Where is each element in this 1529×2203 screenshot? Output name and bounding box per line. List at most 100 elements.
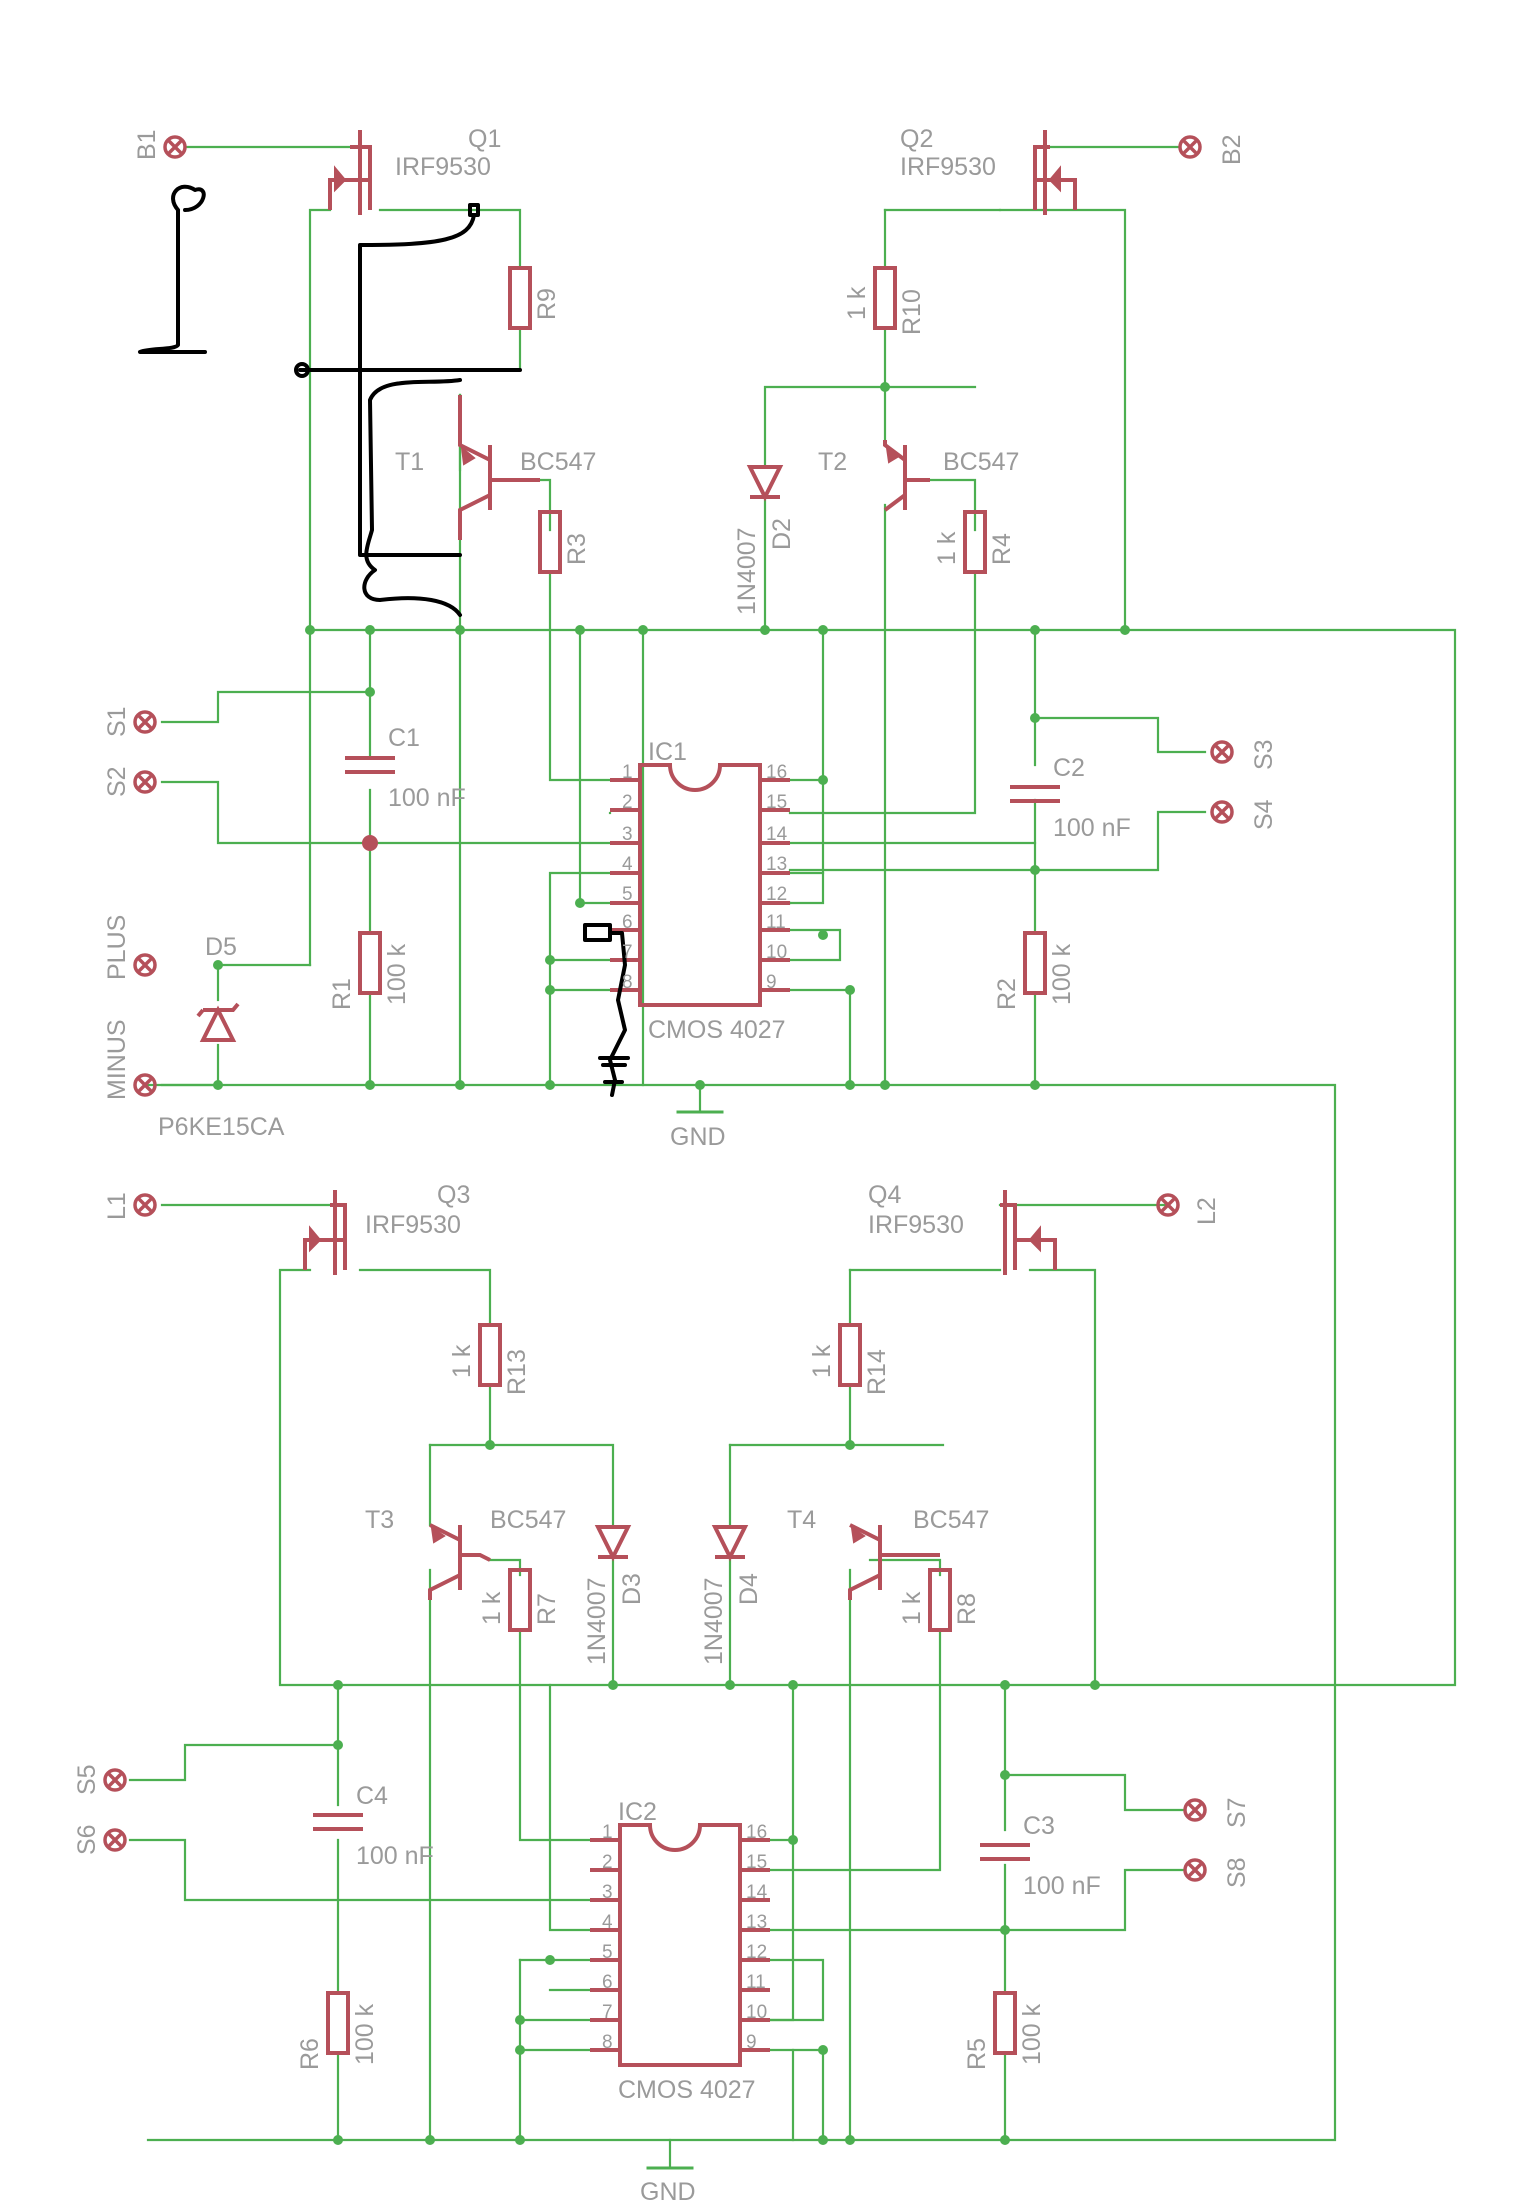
label-t3-type: BC547 (490, 1506, 566, 1534)
label-c1-name: C1 (388, 724, 420, 752)
label-d5-name: D5 (205, 933, 237, 961)
label-c4-name: C4 (356, 1782, 388, 1810)
capacitor-c3 (980, 1843, 1030, 1861)
ic2-pin-numbers: 1 2 3 4 5 6 7 8 16 15 14 13 12 11 10 9 (602, 1822, 768, 2053)
labels: B1 B2 S1 S2 S3 S4 PLUS MINUS L1 L2 S5 S6… (73, 125, 1278, 2203)
svg-text:14: 14 (746, 1882, 768, 1903)
label-b1: B1 (133, 129, 161, 160)
resistors (326, 266, 1047, 2055)
wires (128, 145, 1457, 2170)
label-r3-name: R3 (563, 533, 591, 565)
label-t2-type: BC547 (943, 448, 1019, 476)
pad-b1 (163, 135, 187, 159)
label-d4-type: 1N4007 (700, 1577, 728, 1665)
label-t4-type: BC547 (913, 1506, 989, 1534)
resistor-r8 (928, 1568, 952, 1632)
svg-text:5: 5 (622, 884, 633, 905)
pad-s5 (103, 1768, 127, 1792)
svg-text:8: 8 (602, 2032, 613, 2053)
label-s1: S1 (103, 706, 131, 737)
mosfet-q3 (303, 1190, 347, 1275)
resistor-r7 (508, 1568, 532, 1632)
svg-text:1: 1 (602, 1822, 613, 1843)
ic1-pin-numbers: 1 2 3 4 5 6 7 8 16 15 14 13 12 11 10 9 (622, 762, 788, 993)
pad-l2 (1156, 1193, 1180, 1217)
label-s8: S8 (1223, 1857, 1251, 1888)
label-d4-name: D4 (735, 1573, 763, 1605)
bjt-t4 (848, 1523, 940, 1600)
svg-text:7: 7 (602, 2002, 613, 2023)
label-r8-value: 1 k (898, 1591, 926, 1625)
pad-s6 (103, 1828, 127, 1852)
label-d3-name: D3 (618, 1573, 646, 1605)
pad-s2 (133, 770, 157, 794)
pad-s4 (1210, 800, 1234, 824)
label-s4: S4 (1250, 799, 1278, 830)
resistor-r14 (838, 1323, 862, 1387)
label-d2-name: D2 (768, 518, 796, 550)
label-r5-value: 100 k (1018, 2003, 1046, 2065)
label-ic2-name: IC2 (618, 1798, 657, 1826)
resistor-r3 (538, 510, 562, 574)
label-r10-value: 1 k (843, 286, 871, 320)
svg-text:13: 13 (746, 1912, 767, 1933)
pad-b2 (1178, 135, 1202, 159)
label-r5-name: R5 (963, 2038, 991, 2070)
svg-text:2: 2 (602, 1852, 613, 1873)
label-r13-value: 1 k (448, 1344, 476, 1378)
label-d5-type: P6KE15CA (158, 1113, 285, 1141)
label-gnd-top: GND (670, 1123, 726, 1151)
label-plus: PLUS (103, 915, 131, 980)
label-c3-name: C3 (1023, 1812, 1055, 1840)
handwritten-annotations (138, 184, 630, 1097)
label-r1-value: 100 k (383, 943, 411, 1005)
label-r14-name: R14 (863, 1349, 891, 1395)
capacitors (313, 756, 1060, 1861)
svg-text:10: 10 (746, 2002, 767, 2023)
label-q2-name: Q2 (900, 125, 933, 153)
label-c3-value: 100 nF (1023, 1872, 1101, 1900)
label-s6: S6 (73, 1824, 101, 1855)
svg-text:14: 14 (766, 824, 788, 845)
label-r10-name: R10 (898, 289, 926, 335)
pad-plus (133, 953, 157, 977)
label-r4-name: R4 (988, 533, 1016, 565)
svg-text:4: 4 (602, 1912, 613, 1933)
capacitor-c1 (345, 756, 395, 774)
label-r1-name: R1 (328, 978, 356, 1010)
resistor-r4 (963, 510, 987, 574)
label-c2-value: 100 nF (1053, 814, 1131, 842)
pad-s3 (1210, 740, 1234, 764)
capacitor-c4 (313, 1813, 363, 1831)
label-r6-value: 100 k (351, 2003, 379, 2065)
label-s2: S2 (103, 766, 131, 797)
label-q1-name: Q1 (468, 125, 501, 153)
svg-text:15: 15 (746, 1852, 767, 1873)
pad-s8 (1183, 1858, 1207, 1882)
svg-text:2: 2 (622, 792, 633, 813)
label-q3-name: Q3 (437, 1181, 470, 1209)
label-t1-type: BC547 (520, 448, 596, 476)
diode-d2 (746, 465, 784, 502)
label-b2: B2 (1218, 134, 1246, 165)
label-ic2-type: CMOS 4027 (618, 2076, 756, 2104)
label-r14-value: 1 k (808, 1344, 836, 1378)
label-l2: L2 (1193, 1197, 1221, 1225)
resistor-r5 (993, 1991, 1017, 2055)
label-r13-name: R13 (503, 1349, 531, 1395)
svg-text:1: 1 (622, 762, 633, 783)
resistor-r6 (326, 1991, 350, 2055)
label-s5: S5 (73, 1764, 101, 1795)
label-ic1-type: CMOS 4027 (648, 1016, 786, 1044)
svg-text:9: 9 (746, 2032, 757, 2053)
svg-text:3: 3 (622, 824, 633, 845)
label-c2-name: C2 (1053, 754, 1085, 782)
label-q1-type: IRF9530 (395, 153, 491, 181)
pad-s7 (1183, 1798, 1207, 1822)
label-r8-name: R8 (953, 1593, 981, 1625)
label-r2-value: 100 k (1048, 943, 1076, 1005)
label-gnd-bottom: GND (640, 2178, 696, 2203)
svg-text:4: 4 (622, 854, 633, 875)
svg-text:12: 12 (766, 884, 787, 905)
label-t3-name: T3 (365, 1506, 394, 1534)
